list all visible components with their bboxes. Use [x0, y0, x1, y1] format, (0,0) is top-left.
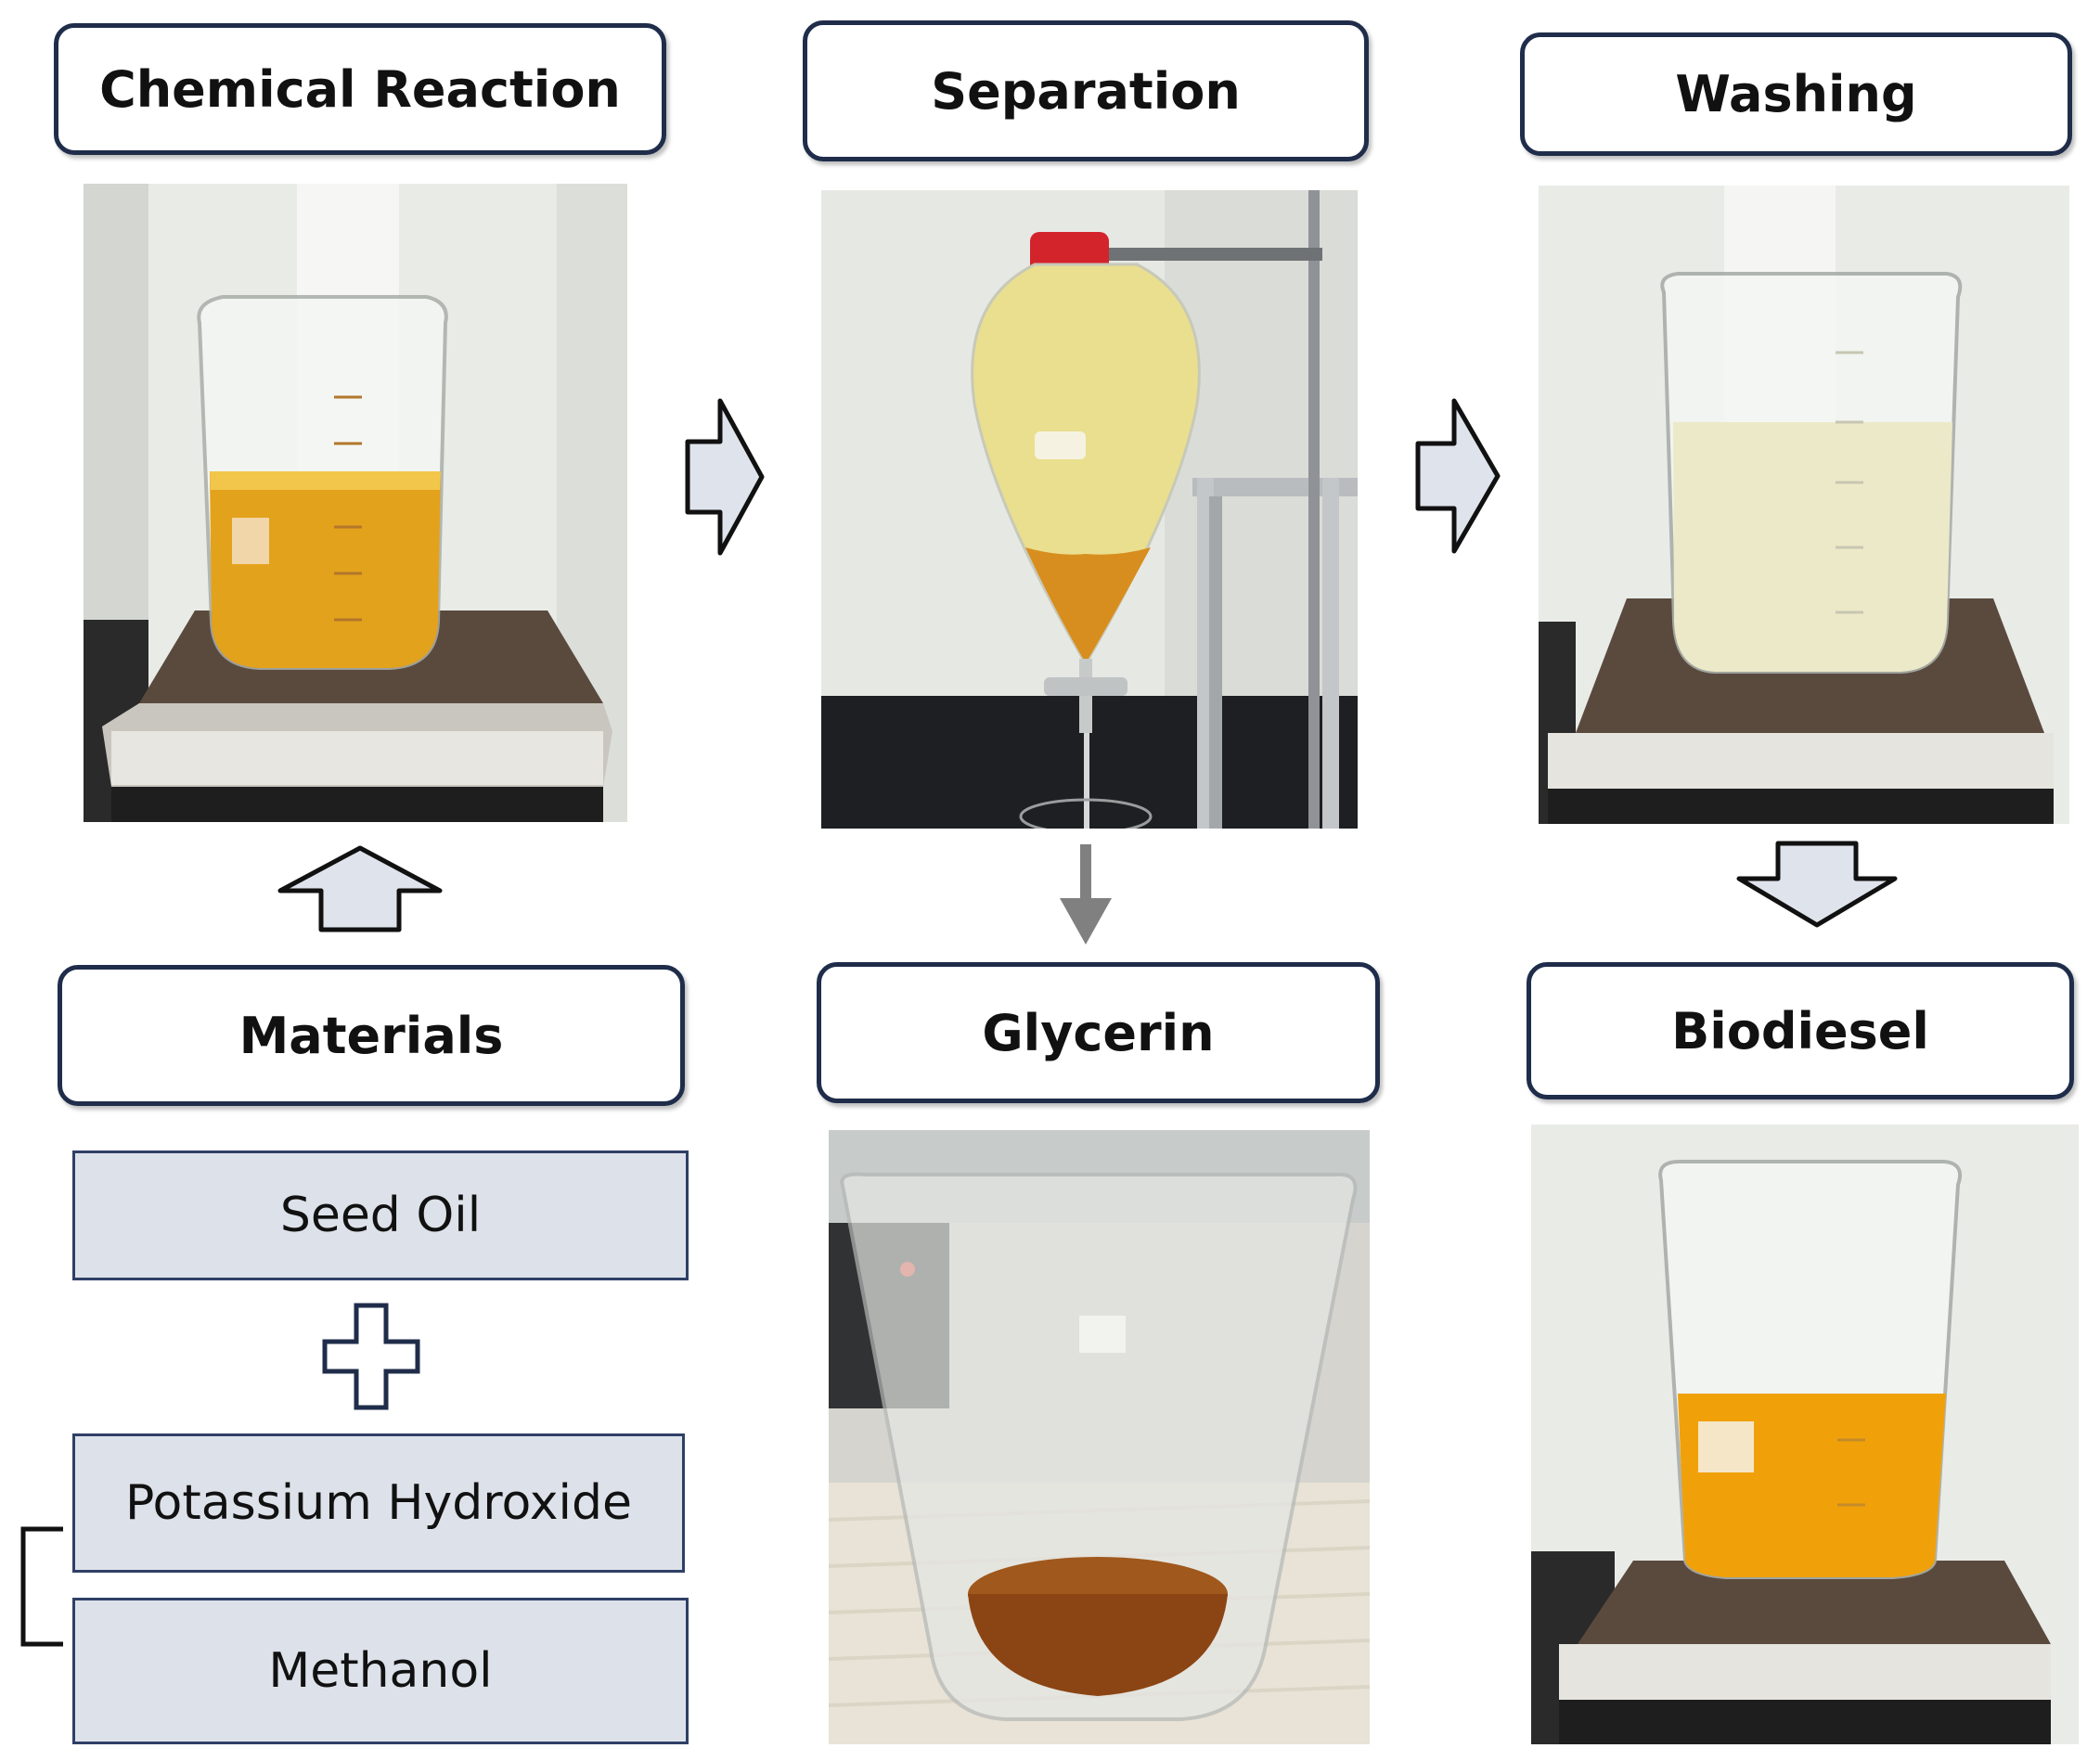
arrow-right-icon	[685, 397, 765, 557]
step-chemical-reaction: Chemical Reaction	[54, 23, 666, 155]
step-materials: Materials	[58, 965, 685, 1106]
material-seed-oil: Seed Oil	[72, 1150, 689, 1280]
arrow-right-icon	[1415, 397, 1501, 555]
separation-photo	[821, 190, 1358, 829]
material-potassium-hydroxide: Potassium Hydroxide	[72, 1433, 685, 1573]
arrow-down-thin-icon	[1058, 844, 1114, 946]
step-separation: Separation	[803, 20, 1369, 161]
arrow-down-icon	[1735, 840, 1899, 929]
plus-icon	[322, 1303, 420, 1410]
material-methanol: Methanol	[72, 1598, 689, 1744]
arrow-up-icon	[277, 844, 444, 933]
biodiesel-photo	[1531, 1125, 2079, 1744]
washing-photo	[1539, 186, 2069, 824]
step-glycerin: Glycerin	[817, 962, 1380, 1103]
chemical-reaction-photo	[84, 184, 627, 822]
glycerin-photo	[829, 1130, 1370, 1744]
step-washing: Washing	[1520, 32, 2072, 156]
step-biodiesel: Biodiesel	[1527, 962, 2074, 1099]
bracket-icon	[19, 1526, 65, 1647]
